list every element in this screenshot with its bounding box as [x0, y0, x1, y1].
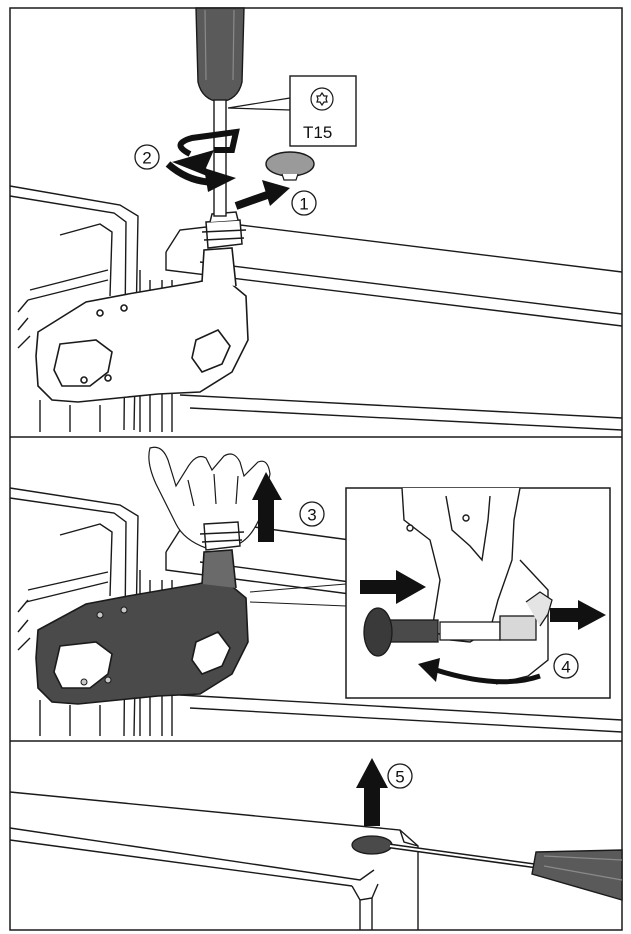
detail-inset: 4: [345, 487, 611, 699]
svg-text:3: 3: [307, 506, 316, 525]
step-badge-5: 5: [387, 763, 413, 789]
arrow-right-icon: [234, 180, 290, 210]
svg-text:1: 1: [299, 195, 308, 214]
panel-2-lift-hinge: 3: [9, 446, 623, 737]
hinge-bracket-dark: [35, 549, 249, 705]
step-badge-4: 4: [553, 653, 579, 679]
svg-text:2: 2: [142, 149, 151, 168]
panel-3-remove-door: 5: [9, 758, 623, 930]
callout-line: [249, 583, 347, 607]
arrow-right-icon: [550, 600, 606, 630]
step-badge-3: 3: [299, 501, 325, 527]
rotate-arrow-icon: [165, 128, 240, 192]
panel-1-remove-screw: T15 2 1: [9, 7, 623, 432]
hinge-holes: [80, 606, 128, 686]
outer-frame: [9, 7, 623, 931]
arrow-up-icon: [252, 472, 282, 542]
screwdriver-angled: [351, 835, 623, 901]
step-badge-1: 1: [291, 190, 317, 216]
arrow-up-icon: [356, 758, 388, 826]
svg-text:5: 5: [395, 768, 404, 787]
tool-size-label: T15: [303, 123, 332, 142]
torx-star-icon: [310, 87, 334, 111]
hinge-nut: [201, 211, 247, 249]
step-badge-2: 2: [134, 144, 160, 170]
door-panel: [165, 223, 623, 431]
hinge-bracket: [35, 247, 249, 403]
hinge-nut: [199, 521, 245, 551]
door-panel: [9, 791, 419, 930]
curved-arrow-icon: [418, 658, 541, 685]
svg-text:4: 4: [561, 658, 570, 677]
cover-cap: [265, 151, 315, 181]
arrow-right-icon: [360, 570, 426, 604]
tool-callout-box: T15: [227, 75, 357, 147]
hand-illustration: [148, 446, 271, 549]
